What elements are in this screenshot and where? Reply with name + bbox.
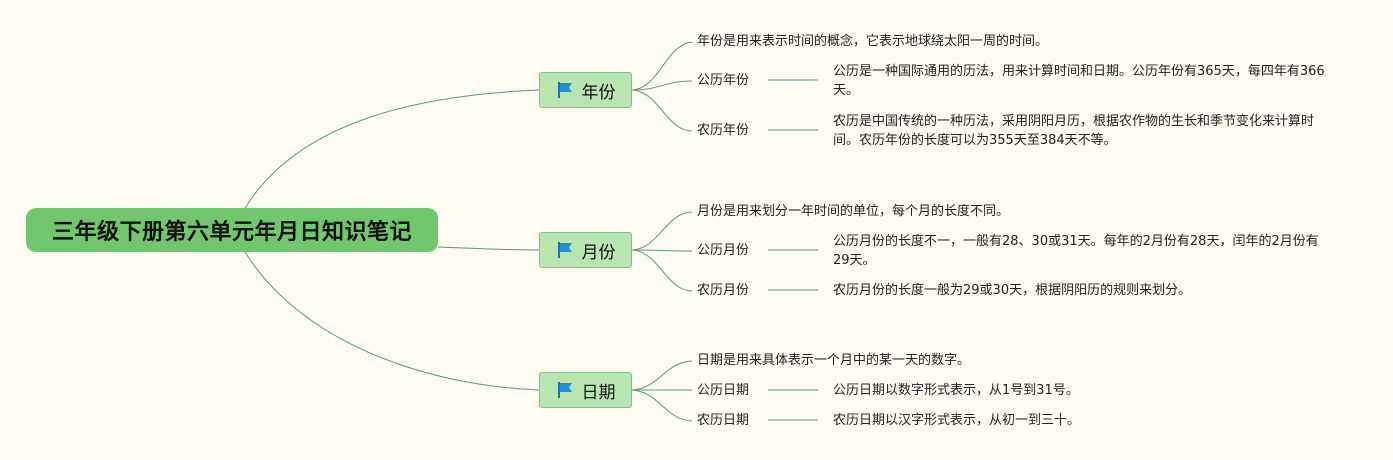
branch-label: 日期 bbox=[581, 382, 616, 403]
day-to-summary-line bbox=[631, 360, 693, 391]
root-to-branch-year-line bbox=[244, 89, 540, 209]
branch-node-month[interactable]: 月份 bbox=[539, 232, 632, 268]
year-nongli-desc: 农历是中国传统的一种历法，采用阴阳月历，根据农作物的生长和季节变化来计算时间。农… bbox=[833, 114, 1315, 148]
root-node[interactable]: 三年级下册第六单元年月日知识笔记 bbox=[26, 208, 438, 252]
month-to-nongli-line bbox=[631, 249, 693, 292]
branch-label: 月份 bbox=[581, 242, 616, 263]
year-gongli-label: 公历年份 bbox=[697, 73, 750, 88]
root-to-branch-month-line bbox=[437, 246, 540, 251]
flag-icon bbox=[557, 242, 572, 258]
branch-node-day[interactable]: 日期 bbox=[539, 372, 632, 408]
year-to-summary-line bbox=[631, 41, 693, 91]
month-nongli-label: 农历月份 bbox=[697, 283, 750, 298]
root-to-branch-day-line bbox=[244, 251, 540, 391]
month-to-summary-line bbox=[631, 211, 693, 251]
day-nongli-desc: 农历日期以汉字形式表示，从初一到三十。 bbox=[833, 413, 1081, 428]
branch-label: 年份 bbox=[581, 82, 616, 103]
year-nongli-label: 农历年份 bbox=[697, 123, 750, 138]
day-to-nongli-line bbox=[631, 389, 693, 422]
root-title: 三年级下册第六单元年月日知识笔记 bbox=[51, 220, 412, 245]
month-nongli-desc: 农历月份的长度一般为29或30天，根据阴阳历的规则来划分。 bbox=[833, 283, 1192, 298]
day-gongli-desc: 公历日期以数字形式表示，从1号到31号。 bbox=[833, 383, 1079, 398]
day-gongli-label: 公历日期 bbox=[697, 383, 750, 398]
month-summary-text: 月份是用来划分一年时间的单位，每个月的长度不同。 bbox=[697, 204, 1010, 219]
month-gongli-desc: 公历月份的长度不一，一般有28、30或31天。每年的2月份有28天，闰年的2月份… bbox=[833, 234, 1319, 268]
month-gongli-label: 公历月份 bbox=[697, 243, 750, 258]
year-summary-text: 年份是用来表示时间的概念，它表示地球绕太阳一周的时间。 bbox=[697, 34, 1049, 49]
day-nongli-label: 农历日期 bbox=[697, 413, 750, 428]
year-to-nongli-line bbox=[631, 89, 693, 132]
month-to-gongli-line bbox=[631, 249, 693, 252]
branch-node-year[interactable]: 年份 bbox=[539, 72, 632, 108]
year-gongli-desc: 公历是一种国际通用的历法，用来计算时间和日期。公历年份有365天，每四年有366… bbox=[833, 64, 1325, 98]
day-summary-text: 日期是用来具体表示一个月中的某一天的数字。 bbox=[697, 353, 971, 368]
year-to-gongli-line bbox=[631, 80, 693, 91]
flag-icon bbox=[557, 382, 572, 398]
flag-icon bbox=[557, 82, 572, 98]
